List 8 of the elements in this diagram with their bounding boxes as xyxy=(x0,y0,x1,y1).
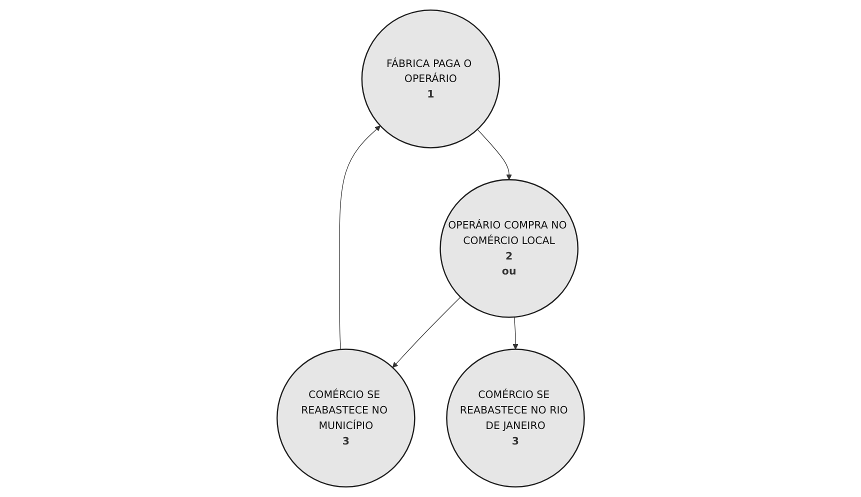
node-circle: OPERÁRIO COMPRA NO COMÉRCIO LOCAL 2 ou xyxy=(439,179,578,318)
arrow xyxy=(392,296,461,368)
arrow xyxy=(512,316,518,350)
node-circle: FÁBRICA PAGA O OPERÁRIO 1 xyxy=(361,9,500,148)
arrow xyxy=(476,129,512,180)
node-circle: COMÉRCIO SE REABASTECE NO RIO DE JANEIRO 3 xyxy=(446,348,585,488)
node-circle: COMÉRCIO SE REABASTECE NO MUNICÍPIO 3 xyxy=(276,348,416,488)
arrow xyxy=(339,126,380,350)
